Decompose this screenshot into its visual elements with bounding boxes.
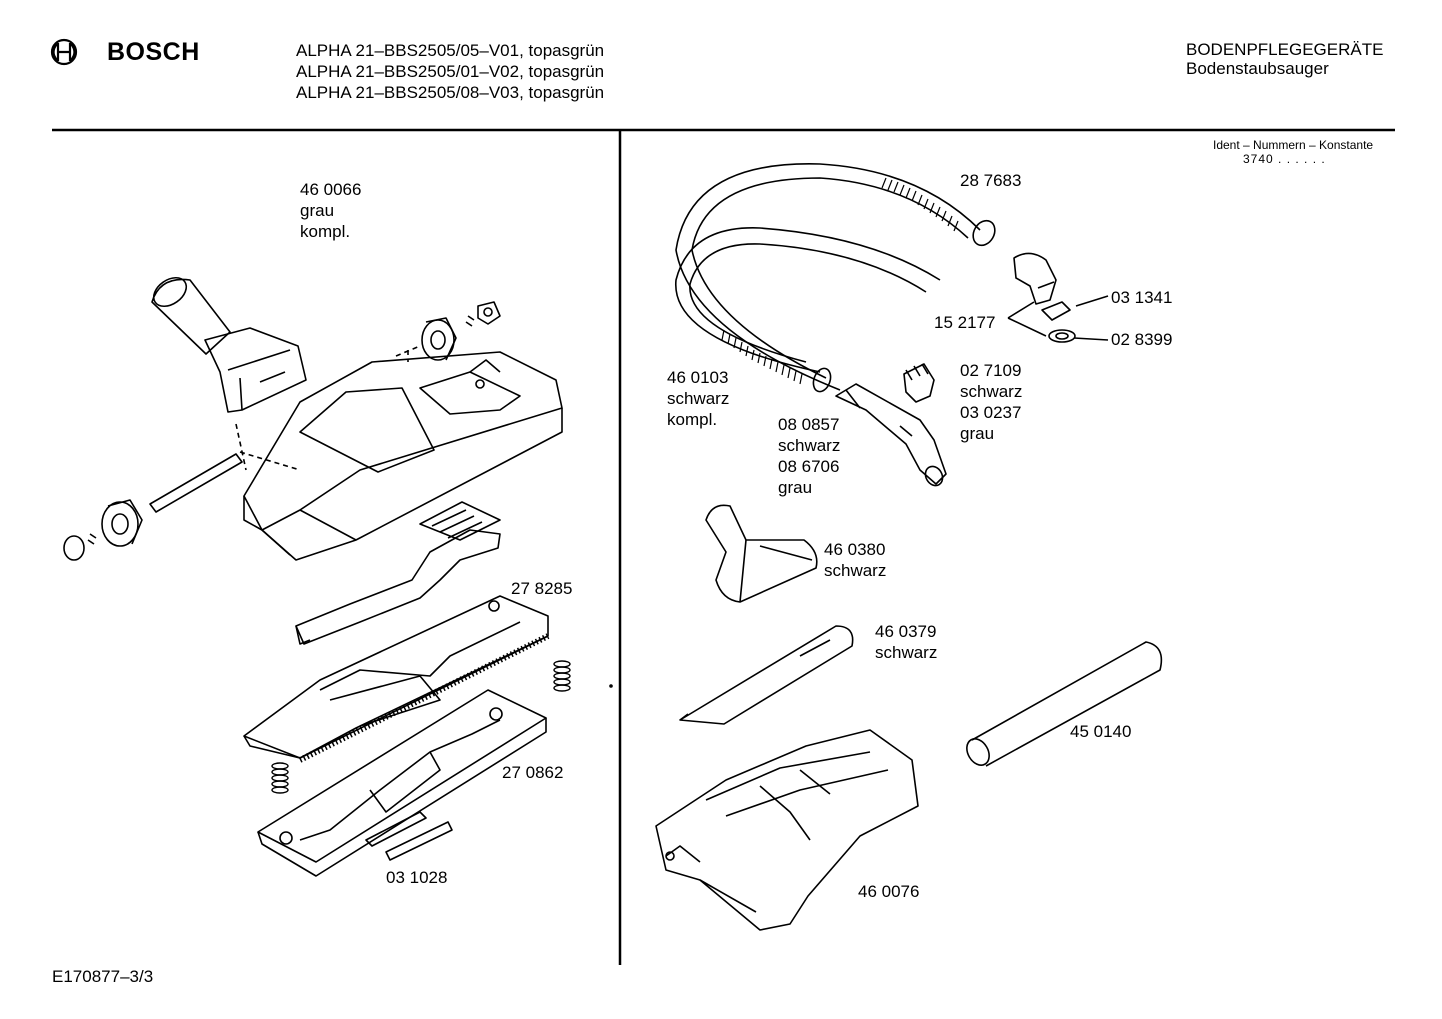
- part-number: 15 2177: [934, 313, 996, 332]
- part-label-027109: 02 7109 schwarz 03 0237 grau: [960, 360, 1022, 444]
- part-detail: grau: [960, 424, 995, 443]
- product-category: BODENPFLEGEGERÄTE Bodenstaubsauger: [1186, 40, 1383, 78]
- part-number: 46 0379: [875, 622, 937, 641]
- part-detail: schwarz: [875, 643, 938, 662]
- part-detail: kompl.: [667, 410, 718, 429]
- ident-label: Ident – Nummern – Konstante: [1213, 138, 1374, 152]
- part-number: 03 1341: [1111, 288, 1173, 307]
- part-number: 45 0140: [1070, 722, 1132, 741]
- part-number: 02 8399: [1111, 330, 1173, 349]
- model-line: ALPHA 21–BBS2505/08–V03, topasgrün: [296, 83, 605, 102]
- part-detail: kompl.: [300, 222, 351, 241]
- part-number: 46 0380: [824, 540, 886, 559]
- part-number: 27 8285: [511, 579, 573, 598]
- part-number: 08 6706: [778, 457, 840, 476]
- model-line: ALPHA 21–BBS2505/05–V01, topasgrün: [296, 41, 605, 60]
- part-number: 46 0103: [667, 368, 729, 387]
- part-number: 08 0857: [778, 415, 840, 434]
- part-label-460380: 46 0380 schwarz: [824, 539, 886, 581]
- part-label-287683: 28 7683: [960, 170, 1021, 191]
- part-label-270862: 27 0862: [502, 762, 563, 783]
- model-list: ALPHA 21–BBS2505/05–V01, topasgrün ALPHA…: [296, 40, 604, 103]
- bosch-logo-icon: [50, 38, 78, 66]
- part-number: 46 0076: [858, 882, 920, 901]
- part-label-460103: 46 0103 schwarz kompl.: [667, 367, 729, 430]
- part-label-460076: 46 0076: [858, 881, 919, 902]
- part-label-031028: 03 1028: [386, 867, 447, 888]
- floor-nozzle-drawing: [63, 276, 613, 877]
- part-label-080857: 08 0857 schwarz 08 6706 grau: [778, 414, 840, 498]
- brand-logo: BOSCH: [107, 38, 200, 66]
- part-detail: schwarz: [960, 382, 1023, 401]
- part-detail: schwarz: [667, 389, 730, 408]
- part-number: 27 0862: [502, 763, 564, 782]
- document-code: E170877–3/3: [52, 967, 154, 986]
- part-label-450140: 45 0140: [1070, 721, 1131, 742]
- part-number: 03 0237: [960, 403, 1022, 422]
- part-number: 03 1028: [386, 868, 448, 887]
- part-label-460066: 46 0066 grau kompl.: [300, 179, 361, 242]
- part-number: 02 7109: [960, 361, 1022, 380]
- category-title: BODENPFLEGEGERÄTE: [1186, 40, 1384, 59]
- part-number: 28 7683: [960, 171, 1022, 190]
- ident-constant: Ident – Nummern – Konstante 3740 . . . .…: [1213, 138, 1373, 166]
- part-label-028399: 02 8399: [1111, 329, 1172, 350]
- model-line: ALPHA 21–BBS2505/01–V02, topasgrün: [296, 62, 605, 81]
- part-detail: grau: [778, 478, 813, 497]
- part-label-152177: 15 2177: [934, 312, 995, 333]
- part-label-460379: 46 0379 schwarz: [875, 621, 937, 663]
- part-detail: grau: [300, 201, 335, 220]
- part-label-031341: 03 1341: [1111, 287, 1172, 308]
- ident-value: 3740 . . . . . .: [1243, 152, 1326, 166]
- part-detail: schwarz: [824, 561, 887, 580]
- part-detail: schwarz: [778, 436, 841, 455]
- hose-assembly-drawing: [655, 163, 1163, 931]
- part-number: 46 0066: [300, 180, 362, 199]
- category-subtitle: Bodenstaubsauger: [1186, 59, 1329, 78]
- part-label-278285: 27 8285: [511, 578, 572, 599]
